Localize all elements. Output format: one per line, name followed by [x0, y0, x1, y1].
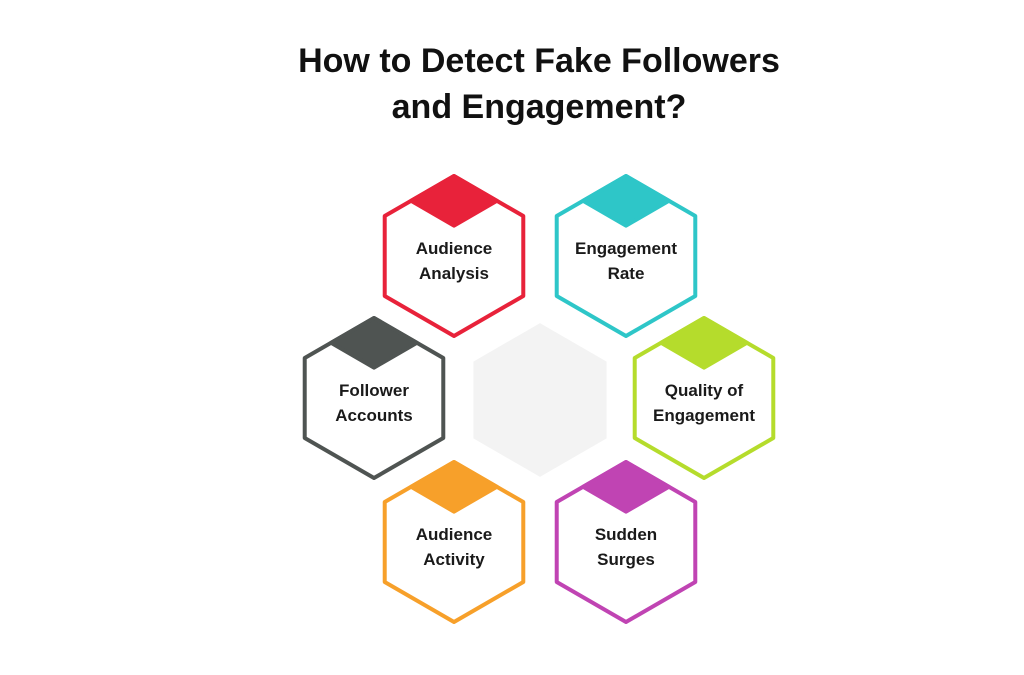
- hexagon-engagement-rate-outline: [554, 174, 698, 338]
- hexagon-audience-activity-label-line-1: Audience: [416, 525, 493, 544]
- hexagon-audience-activity-label-line-2: Activity: [423, 550, 485, 569]
- hexagon-sudden-surges-outline: [554, 460, 698, 624]
- hexagon-audience-analysis-cap: [409, 174, 499, 228]
- hexagon-follower-accounts-cap: [329, 316, 419, 370]
- hexagon-sudden-surges-label-line-1: Sudden: [595, 525, 657, 544]
- hexagon-quality-of-engagement: Quality of Engagement: [632, 316, 776, 480]
- title-line-2: and Engagement?: [391, 88, 687, 126]
- hexagon-quality-of-engagement-outline: [632, 316, 776, 480]
- title-line-1: How to Detect Fake Followers: [298, 42, 780, 80]
- hexagon-quality-of-engagement-label: Quality of Engagement: [653, 381, 755, 425]
- hexagon-audience-analysis-outline: [382, 174, 526, 338]
- hexagon-quality-of-engagement-cap: [659, 316, 749, 370]
- hexagon-engagement-rate-label-line-1: Engagement: [575, 239, 677, 258]
- hexagon-sudden-surges-cap: [581, 460, 671, 514]
- hexagon-follower-accounts-label-line-2: Accounts: [335, 406, 412, 425]
- hexagon-audience-activity-cap: [409, 460, 499, 514]
- hexagon-engagement-rate-cap: [581, 174, 671, 228]
- center-hexagon: [471, 321, 609, 479]
- hexagon-audience-analysis-label-line-1: Audience: [416, 239, 493, 258]
- hexagon-audience-analysis-label-line-2: Analysis: [419, 264, 489, 283]
- hexagon-quality-of-engagement-label-line-2: Engagement: [653, 406, 755, 425]
- page-title: How to Detect Fake Followers and Engagem…: [0, 38, 1024, 130]
- hexagon-follower-accounts-outline: [302, 316, 446, 480]
- hexagon-sudden-surges-label-line-2: Surges: [597, 550, 655, 569]
- hexagon-audience-activity-outline: [382, 460, 526, 624]
- hexagon-engagement-rate-label-line-2: Rate: [608, 264, 645, 283]
- hexagon-follower-accounts-label-line-1: Follower: [339, 381, 409, 400]
- hexagon-quality-of-engagement-label-line-1: Quality of: [665, 381, 744, 400]
